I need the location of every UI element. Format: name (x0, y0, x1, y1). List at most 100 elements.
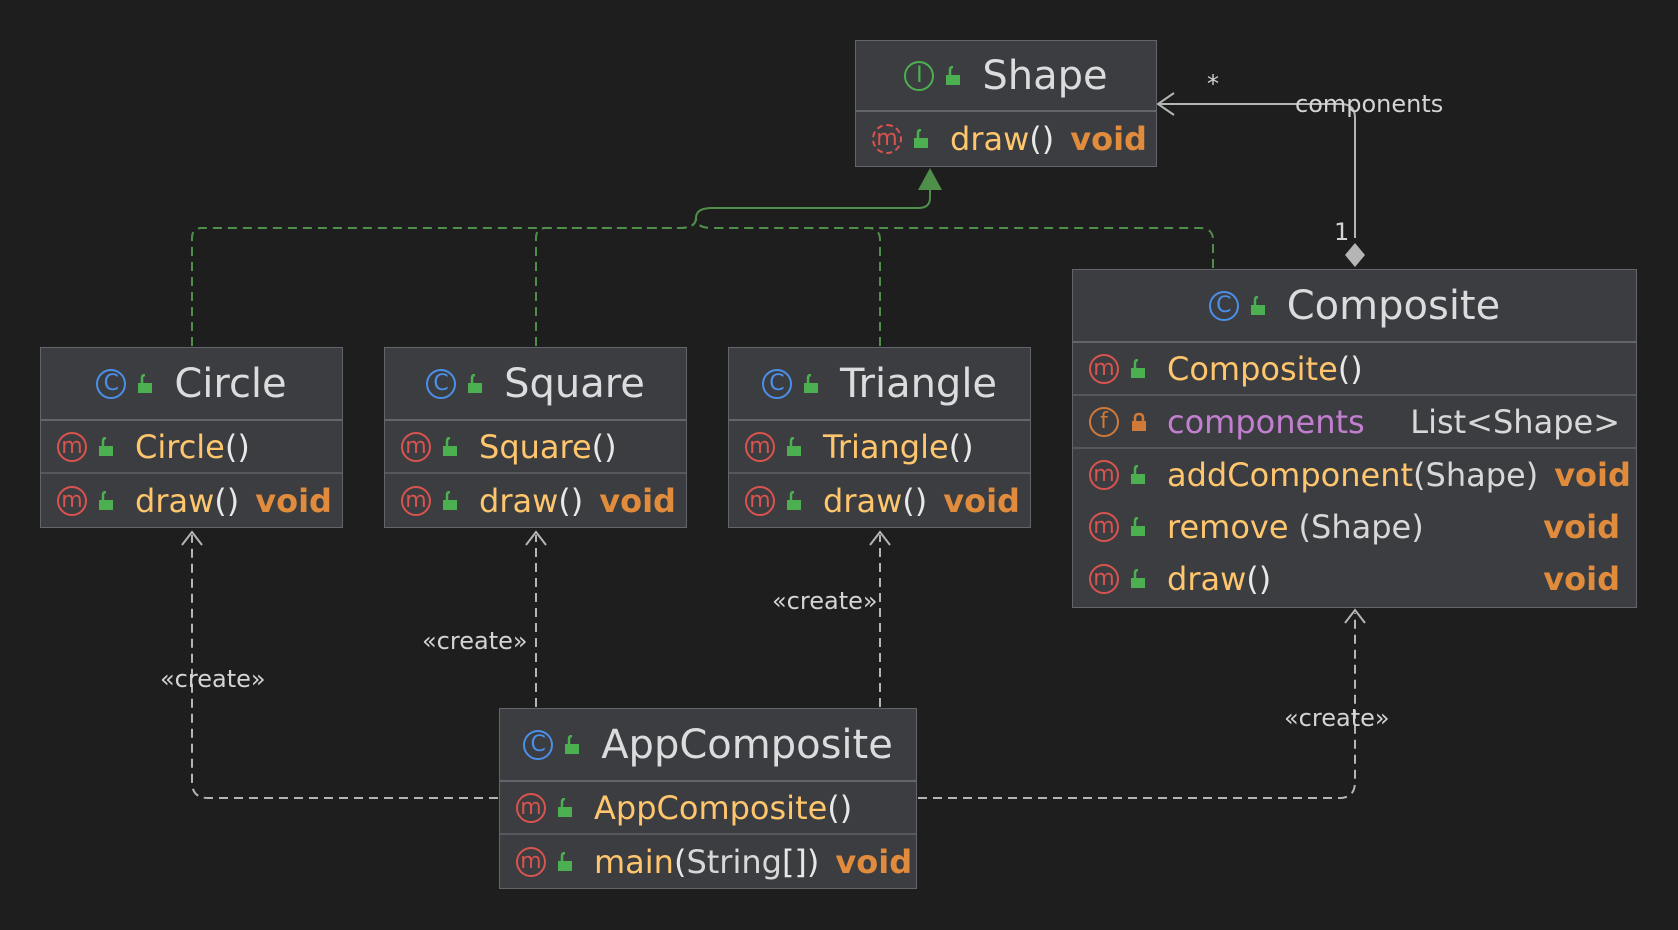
method-name: Square (479, 427, 592, 466)
realization-edge-composite (695, 217, 1214, 268)
method-icon: m (401, 431, 431, 462)
node-square-class[interactable]: C Square m Square() m draw() void (384, 347, 687, 528)
member-row[interactable]: m remove(Shape) void (1073, 501, 1636, 553)
method-name: addComponent (1167, 456, 1414, 494)
member-row[interactable]: m Triangle() (729, 421, 1030, 474)
class-icon: C (1208, 290, 1239, 321)
realization-edge-circle (191, 217, 697, 346)
dependency-edge-composite (918, 613, 1356, 799)
class-icon: C (96, 368, 127, 399)
public-visibility-icon (1250, 295, 1265, 315)
public-visibility-icon (99, 490, 113, 510)
public-visibility-icon (787, 490, 801, 510)
member-row[interactable]: m draw() void (729, 474, 1030, 527)
realization-edge-triangle (695, 217, 881, 346)
public-visibility-icon (138, 373, 153, 393)
method-params: (Shape) (1298, 508, 1424, 546)
public-visibility-icon (1131, 517, 1145, 536)
method-icon: m (1089, 564, 1119, 594)
method-name: draw (1167, 560, 1247, 598)
method-name: Composite (1167, 349, 1338, 388)
node-composite-class[interactable]: C Composite m Composite() f components L… (1072, 269, 1637, 608)
public-visibility-icon (443, 490, 457, 510)
member-row[interactable]: m Composite() (1073, 343, 1636, 396)
return-type: void (1554, 456, 1631, 494)
node-header: C AppComposite (500, 709, 916, 782)
member-row[interactable]: m addComponent(Shape) void (1073, 449, 1636, 501)
interface-icon: I (904, 60, 935, 91)
method-params-close: ) (806, 842, 820, 881)
method-params: (Shape) (1413, 456, 1539, 494)
realization-edge-trunk (695, 188, 931, 219)
composition-edge (1156, 92, 1356, 238)
method-parens: () (902, 481, 928, 520)
return-type: void (255, 481, 332, 520)
class-icon: C (523, 729, 554, 760)
node-circle-class[interactable]: C Circle m Circle() m draw() void (40, 347, 343, 528)
method-parens: () (1337, 349, 1363, 388)
return-type: void (1070, 120, 1147, 158)
method-params-type: String (686, 842, 782, 881)
member-row[interactable]: m main(String[]) void (500, 835, 916, 888)
method-icon: m (516, 846, 546, 877)
member-row[interactable]: m draw() void (1073, 553, 1636, 605)
node-triangle-class[interactable]: C Triangle m Triangle() m draw() void (728, 347, 1031, 528)
public-visibility-icon (803, 373, 818, 393)
public-visibility-icon (787, 436, 801, 456)
method-name: draw (135, 481, 215, 520)
method-parens: () (214, 481, 240, 520)
public-visibility-icon (558, 851, 572, 871)
member-row[interactable]: m draw() void (41, 474, 342, 527)
member-row[interactable]: m AppComposite() (500, 782, 916, 835)
method-parens: () (224, 427, 250, 466)
field-name: components (1167, 402, 1365, 441)
method-parens: () (948, 427, 974, 466)
composition-role-label: components (1295, 90, 1444, 118)
public-visibility-icon (1131, 569, 1145, 588)
method-name: draw (950, 120, 1030, 158)
return-type: void (835, 842, 913, 881)
create-label-composite: «create» (1284, 704, 1390, 732)
member-row[interactable]: m draw() void (385, 474, 686, 527)
node-header: C Triangle (729, 348, 1030, 421)
field-type: List<Shape> (1410, 402, 1620, 441)
node-header: C Square (385, 348, 686, 421)
member-row[interactable]: m draw() void (856, 112, 1156, 166)
method-parens: () (591, 427, 617, 466)
method-icon: m (1089, 353, 1119, 384)
dependency-edges (191, 535, 1356, 799)
method-icon: m (1089, 460, 1119, 490)
method-name: draw (479, 481, 559, 520)
create-label-square: «create» (422, 627, 528, 655)
public-visibility-icon (558, 797, 572, 817)
method-name: AppComposite (594, 788, 828, 827)
method-params-brackets: [] (781, 842, 807, 881)
node-header: C Circle (41, 348, 342, 421)
return-type: void (943, 481, 1020, 520)
member-row[interactable]: m Square() (385, 421, 686, 474)
composition-diamond (1345, 243, 1365, 267)
node-title: Circle (174, 360, 287, 407)
method-name: Triangle (823, 427, 949, 466)
public-visibility-icon (99, 436, 113, 456)
return-type: void (1543, 508, 1620, 546)
node-shape-interface[interactable]: I Shape m draw() void (855, 40, 1157, 167)
member-row[interactable]: f components List<Shape> (1073, 396, 1636, 449)
method-parens: () (1029, 120, 1055, 158)
create-label-circle: «create» (160, 665, 266, 693)
dependency-edge-circle (191, 535, 498, 799)
composition-open-arrowhead (1156, 92, 1175, 116)
member-row[interactable]: m Circle() (41, 421, 342, 474)
class-icon: C (761, 368, 792, 399)
node-appcomposite-class[interactable]: C AppComposite m AppComposite() m main(S… (499, 708, 917, 889)
node-title: Square (504, 360, 645, 407)
private-lock-icon (1132, 412, 1146, 431)
dependency-arrowheads (181, 530, 1366, 624)
method-name: draw (823, 481, 903, 520)
method-icon: m (57, 485, 87, 516)
method-icon: m (745, 431, 775, 462)
return-type: void (599, 481, 676, 520)
method-icon: m (401, 485, 431, 516)
method-name: Circle (135, 427, 225, 466)
